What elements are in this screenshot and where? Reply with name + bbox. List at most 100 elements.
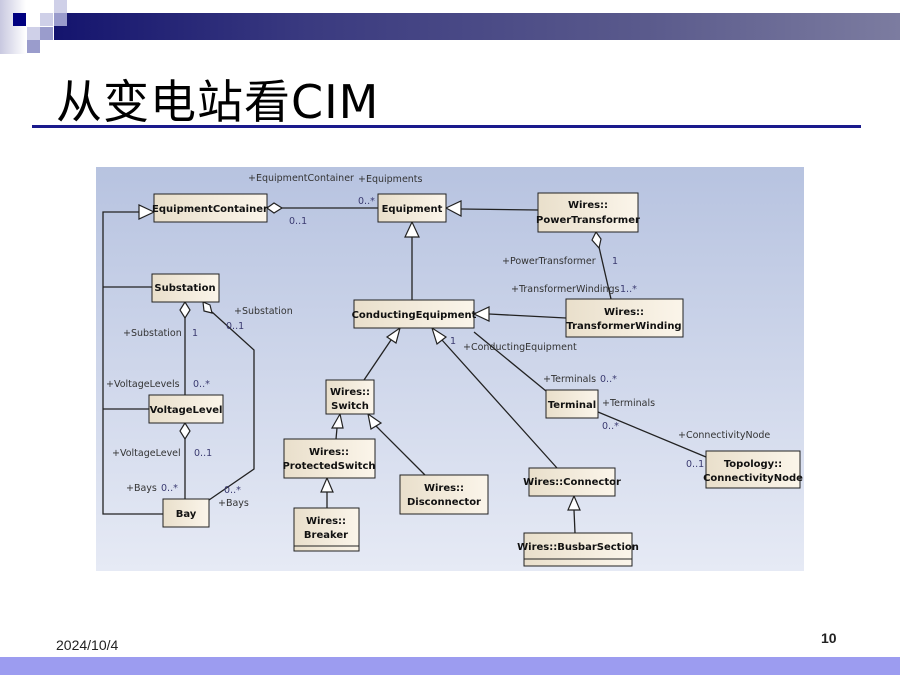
svg-text:ProtectedSwitch: ProtectedSwitch [282,461,375,472]
generalization-triangle-icon [385,326,402,344]
header-decoration-square [13,13,26,26]
generalization-line [102,211,163,515]
svg-text:Equipment: Equipment [382,204,443,215]
role-label: +Substation [123,328,182,339]
class-protected-switch: Wires::ProtectedSwitch [282,438,376,479]
class-power-transformer: Wires::PowerTransformer [536,192,640,233]
svg-text:Switch: Switch [331,401,369,412]
multiplicity-label: 0..* [224,485,241,496]
multiplicity-label: 0..* [193,379,210,390]
aggregation-diamond-icon [202,301,213,314]
multiplicity-label: 0..1 [686,459,704,470]
role-label: +Bays [218,498,249,509]
generalization-line [375,425,426,476]
arrowheads [138,200,602,511]
role-label: +TransformerWindings [511,284,620,295]
svg-text:Substation: Substation [154,283,215,294]
role-label: +Substation [234,306,293,317]
generalization-triangle-icon [367,412,383,430]
header-decoration-square [54,0,67,13]
svg-text:Disconnector: Disconnector [407,497,481,508]
class-conducting-equipment: ConductingEquipment [352,299,477,329]
header-decoration-square [27,40,40,53]
role-label: +VoltageLevels [106,379,180,390]
generalization-triangle-icon [430,326,448,346]
svg-text:Bay: Bay [176,509,197,520]
generalization-line [460,208,539,211]
class-equipment: Equipment [377,193,447,223]
role-label: +Terminals [602,398,655,409]
association-labels: +EquipmentContainer +Equipments 0..* 0..… [106,173,770,509]
multiplicity-label: 0..* [602,421,619,432]
svg-text:Terminal: Terminal [548,400,596,411]
role-label: +ConnectivityNode [678,430,770,441]
multiplicity-label: 0..* [161,483,178,494]
footer-bar [0,657,900,675]
svg-text:Wires::: Wires:: [604,307,644,318]
slide-page-number: 10 [821,630,837,646]
svg-text:ConnectivityNode: ConnectivityNode [703,473,803,484]
svg-text:Wires::: Wires:: [424,483,464,494]
generalization-line [488,313,567,319]
svg-text:TransformerWinding: TransformerWinding [566,321,681,332]
role-label: +Equipments [358,174,423,185]
generalization-triangle-icon [138,204,156,220]
role-label: +EquipmentContainer [248,173,354,184]
connectors [102,207,707,534]
aggregation-diamond-icon [179,421,191,441]
aggregation-diamond-icon [179,300,191,320]
svg-text:Breaker: Breaker [304,530,348,541]
role-label: +VoltageLevel [112,448,181,459]
aggregation-line [598,246,612,300]
role-label: +Bays [126,483,157,494]
multiplicity-label: 0..* [358,196,375,207]
generalization-triangle-icon [320,476,334,493]
multiplicity-label: 1..* [620,284,637,295]
class-equipment-container: EquipmentContainer [152,193,268,223]
class-bay: Bay [162,498,210,528]
role-label: +Terminals [543,374,596,385]
association-line [597,411,707,458]
class-transformer-winding: Wires::TransformerWinding [565,298,684,338]
generalization-triangle-icon [444,200,462,217]
header-decoration-square [54,13,67,26]
svg-text:EquipmentContainer: EquipmentContainer [152,204,268,215]
svg-text:Topology::: Topology:: [724,459,782,470]
svg-text:Wires::: Wires:: [568,200,608,211]
role-label: +ConductingEquipment [463,342,577,353]
association-line [473,331,547,392]
title-underline [32,125,861,128]
svg-text:Wires::Connector: Wires::Connector [523,477,621,488]
multiplicity-label: 1 [192,328,198,339]
header-decoration-fade [0,0,26,54]
svg-text:Wires::: Wires:: [309,447,349,458]
slide-date: 2024/10/4 [56,637,119,653]
generalization-triangle-icon [404,220,420,238]
header-bar [54,13,900,40]
role-label: +PowerTransformer [502,256,596,267]
generalization-triangle-icon [472,306,490,322]
class-disconnector: Wires::Disconnector [399,474,489,515]
aggregation-diamond-icon [265,202,284,214]
class-boxes: EquipmentContainer Equipment Wires::Powe… [148,192,803,567]
header-decoration-square [40,27,53,40]
svg-text:Wires::BusbarSection: Wires::BusbarSection [517,542,639,553]
multiplicity-label: 0..1 [226,321,244,332]
generalization-triangle-icon [567,494,581,511]
aggregation-line [208,311,255,501]
generalization-line [441,339,558,469]
svg-text:Wires::: Wires:: [330,387,370,398]
multiplicity-label: 1 [450,336,456,347]
class-breaker: Wires::Breaker [293,507,360,552]
generalization-line [335,427,338,440]
aggregation-diamond-icon [591,230,602,250]
svg-text:PowerTransformer: PowerTransformer [536,215,640,226]
class-switch: Wires::Switch [325,379,375,415]
generalization-line [363,339,392,381]
generalization-triangle-icon [330,412,344,429]
class-connectivity-node: Topology::ConnectivityNode [703,450,803,489]
header-decoration-square [27,27,40,40]
multiplicity-label: 0..* [600,374,617,385]
class-terminal: Terminal [545,389,599,419]
header-decoration-square [40,13,53,26]
